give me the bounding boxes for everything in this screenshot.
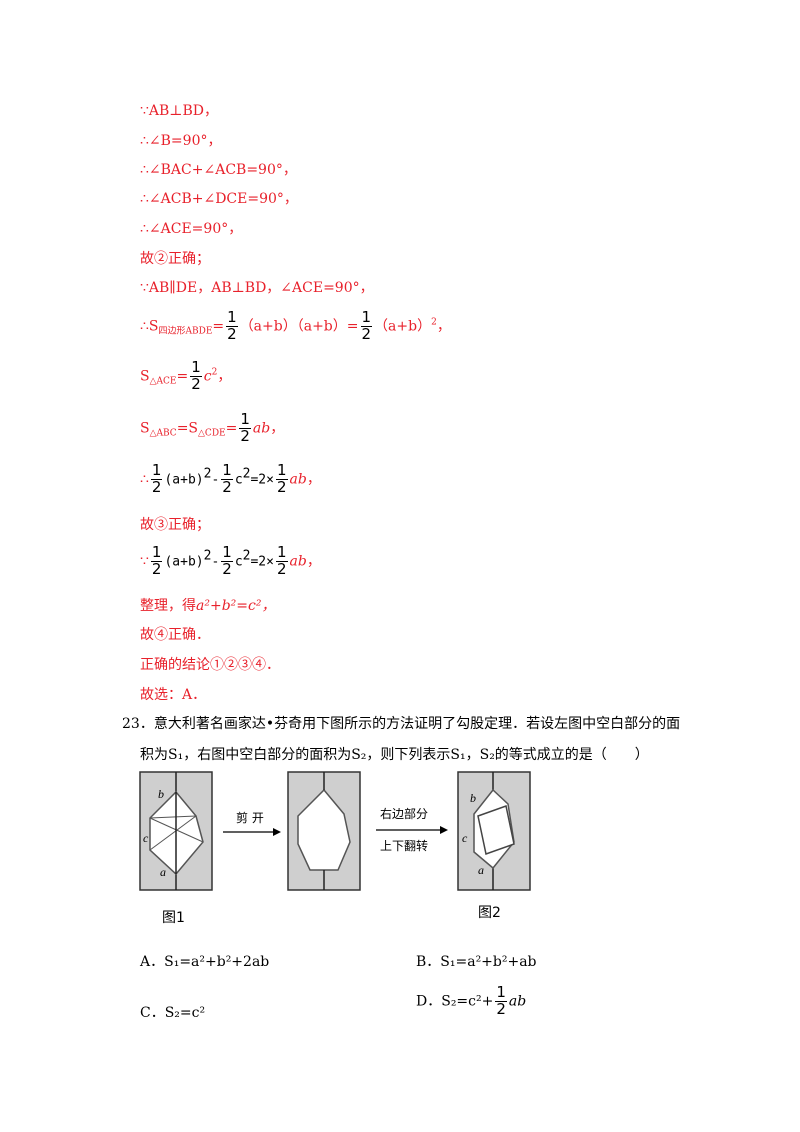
figure-1: b c a	[139, 771, 213, 891]
solution-line-12: 故③正确；	[140, 517, 210, 533]
solution-line-16: 正确的结论①②③④．	[140, 657, 280, 673]
solution-line-1: ∵AB⊥BD，	[140, 103, 218, 119]
figure-cut	[287, 771, 361, 891]
question-line-1: 23．意大利著名画家达•芬奇用下图所示的方法证明了勾股定理．若设左图中空白部分的…	[122, 716, 681, 732]
arrow-cut: 剪 开	[223, 810, 281, 836]
solution-line-15: 故④正确．	[140, 627, 210, 643]
arrow2-label-top: 右边部分	[380, 806, 428, 821]
label-a: a	[160, 865, 166, 879]
caption-figure-2: 图2	[478, 905, 501, 921]
solution-line-4: ∴∠ACB+∠DCE=90°，	[140, 191, 298, 207]
label-c: c	[143, 831, 149, 845]
solution-line-2: ∴∠B=90°，	[140, 133, 222, 149]
label-b: b	[158, 787, 164, 801]
label-b: b	[470, 791, 476, 805]
solution-line-17: 故选：A．	[140, 687, 207, 703]
solution-line-5: ∴∠ACE=90°，	[140, 221, 243, 237]
label-c: c	[462, 831, 468, 845]
option-a[interactable]: A．S₁=a²+b²+2ab	[140, 954, 270, 970]
solution-line-7: ∵AB∥DE，AB⊥BD，∠ACE=90°，	[140, 280, 374, 296]
arrow1-label: 剪 开	[236, 810, 264, 825]
option-c[interactable]: C．S₂=c²	[140, 1005, 206, 1021]
arrow2-label-bottom: 上下翻转	[380, 838, 428, 853]
option-b[interactable]: B．S₁=a²+b²+ab	[416, 954, 537, 970]
label-a: a	[478, 863, 484, 877]
figure-2: b c a	[457, 771, 531, 891]
solution-line-14: 整理，得a²+b²=c²，	[140, 598, 276, 614]
solution-line-6: 故②正确；	[140, 251, 210, 267]
question-line-2: 积为S₁，右图中空白部分的面积为S₂，则下列表示S₁，S₂的等式成立的是（ ）	[140, 747, 649, 763]
solution-line-3: ∴∠BAC+∠ACB=90°，	[140, 162, 297, 178]
caption-figure-1: 图1	[162, 910, 185, 926]
arrow-flip: 右边部分 上下翻转	[376, 806, 448, 853]
da-vinci-figure: b c a 剪 开 右边部分 上下翻转 b c a	[139, 771, 531, 891]
